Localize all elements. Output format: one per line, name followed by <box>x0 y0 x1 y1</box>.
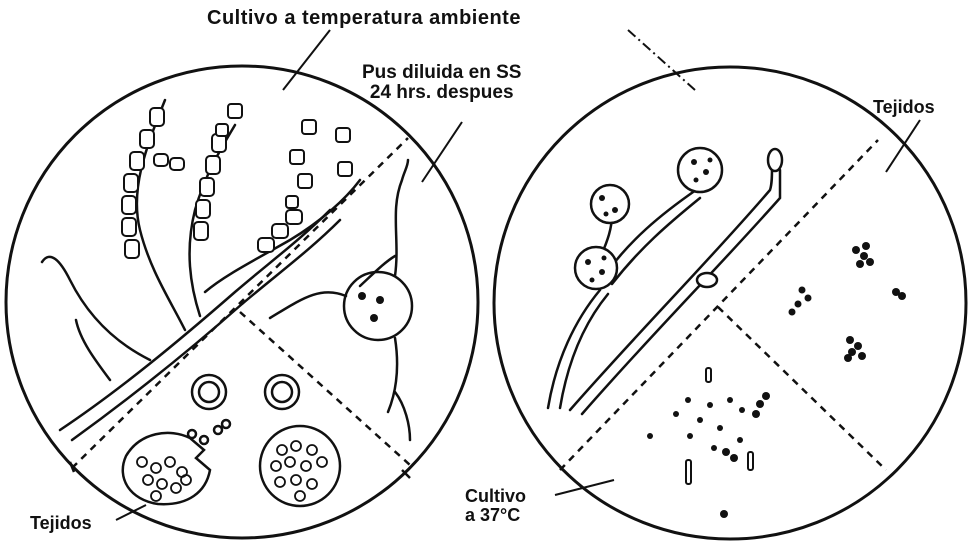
label-pus-diluida: Pus diluida en SS 24 hrs. despues <box>362 63 521 103</box>
label-cultivo-temperatura-ambiente: Cultivo a temperatura ambiente <box>207 8 521 29</box>
label-cultivo37-line2: a 37°C <box>465 506 526 525</box>
left-mycelium <box>42 100 360 440</box>
leader-tejidos-left <box>116 505 146 520</box>
right-tissue-clusters <box>789 242 907 362</box>
label-cultivo37-line1: Cultivo <box>465 487 526 506</box>
right-circle <box>494 67 966 539</box>
leader-cultivo37 <box>555 480 614 495</box>
right-divider-lower <box>718 307 886 470</box>
leader-tejidos-right <box>886 120 920 172</box>
label-cultivo-37c: Cultivo a 37°C <box>465 487 526 525</box>
right-conidiophores <box>548 168 780 414</box>
left-chain-cells <box>122 104 352 258</box>
label-tejidos-right: Tejidos <box>873 98 935 117</box>
label-pus-line1: Pus diluida en SS <box>362 63 521 83</box>
leader-pus <box>422 122 462 182</box>
leader-top-right <box>628 30 695 90</box>
right-37c-culture <box>647 392 770 518</box>
label-pus-line2: 24 hrs. despues <box>362 83 521 103</box>
label-tejidos-left: Tejidos <box>30 514 92 533</box>
